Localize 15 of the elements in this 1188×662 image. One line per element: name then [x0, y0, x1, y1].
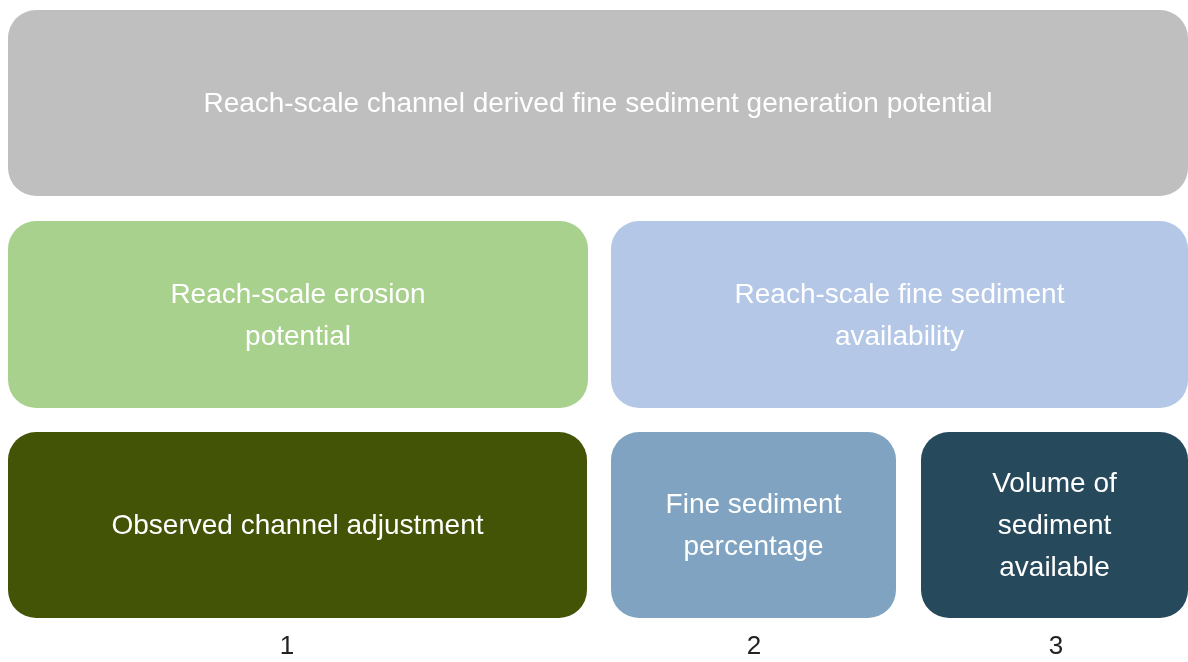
category-box: [8, 432, 587, 618]
box-label: Volume of sediment available: [991, 466, 1118, 584]
box-label: Reach-scale fine sediment availability: [733, 276, 1066, 353]
box-label: Observed channel adjustment: [111, 508, 484, 542]
category-box: [8, 221, 588, 408]
box-label: Reach-scale channel derived fine sediment generation potential: [203, 86, 993, 120]
category-box: [921, 432, 1188, 618]
box-label: Fine sediment percentage: [664, 487, 843, 563]
column-number: 3: [1048, 630, 1064, 661]
category-box: [8, 10, 1188, 196]
column-number: 2: [746, 630, 762, 661]
box-label: Reach-scale erosion potential: [169, 276, 427, 353]
category-box: [611, 432, 896, 618]
category-box: [611, 221, 1188, 408]
column-number: 1: [279, 630, 295, 661]
